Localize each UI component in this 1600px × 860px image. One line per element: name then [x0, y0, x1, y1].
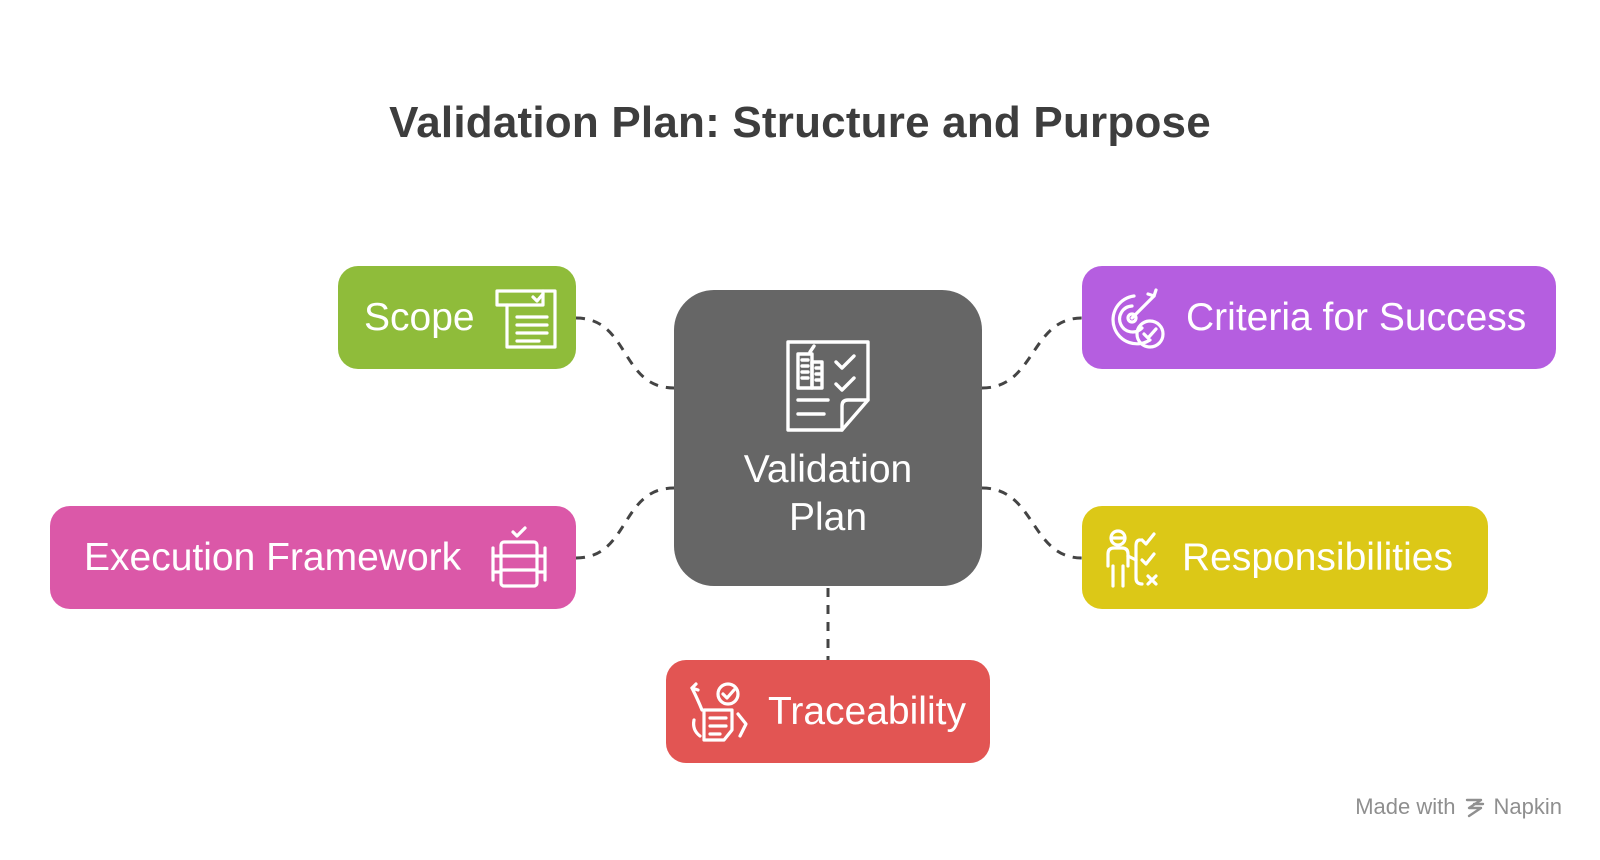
person-tasks-icon — [1106, 528, 1158, 588]
node-execution: Execution Framework — [50, 506, 576, 609]
target-check-icon — [1111, 287, 1165, 349]
node-responsibilities: Responsibilities — [1082, 506, 1488, 609]
node-responsibilities-label: Responsibilities — [1182, 535, 1453, 579]
checklist-document-icon — [786, 340, 870, 432]
connector-responsibilities — [981, 486, 1083, 560]
napkin-brand-text: Napkin — [1493, 794, 1562, 819]
napkin-logo-icon — [1465, 798, 1484, 818]
node-scope: Scope — [338, 266, 576, 369]
node-scope-label: Scope — [364, 295, 475, 339]
connector-scope — [575, 316, 675, 390]
node-criteria-label: Criteria for Success — [1186, 295, 1527, 339]
footer: Made with Napkin — [1355, 794, 1562, 820]
node-traceability-label: Traceability — [768, 689, 966, 733]
node-criteria: Criteria for Success — [1082, 266, 1556, 369]
checklist-document-icon — [494, 288, 557, 349]
framework-stack-icon — [491, 525, 547, 588]
center-node: Validation Plan — [674, 290, 982, 586]
node-traceability: Traceability — [666, 660, 990, 763]
node-execution-label: Execution Framework — [84, 535, 462, 579]
made-with-text: Made with — [1355, 794, 1456, 819]
center-node-label: Validation Plan — [743, 448, 913, 539]
trace-document-icon — [690, 681, 748, 742]
connector-execution — [575, 486, 675, 560]
connector-criteria — [981, 316, 1083, 390]
diagram-title: Validation Plan: Structure and Purpose — [389, 98, 1211, 147]
